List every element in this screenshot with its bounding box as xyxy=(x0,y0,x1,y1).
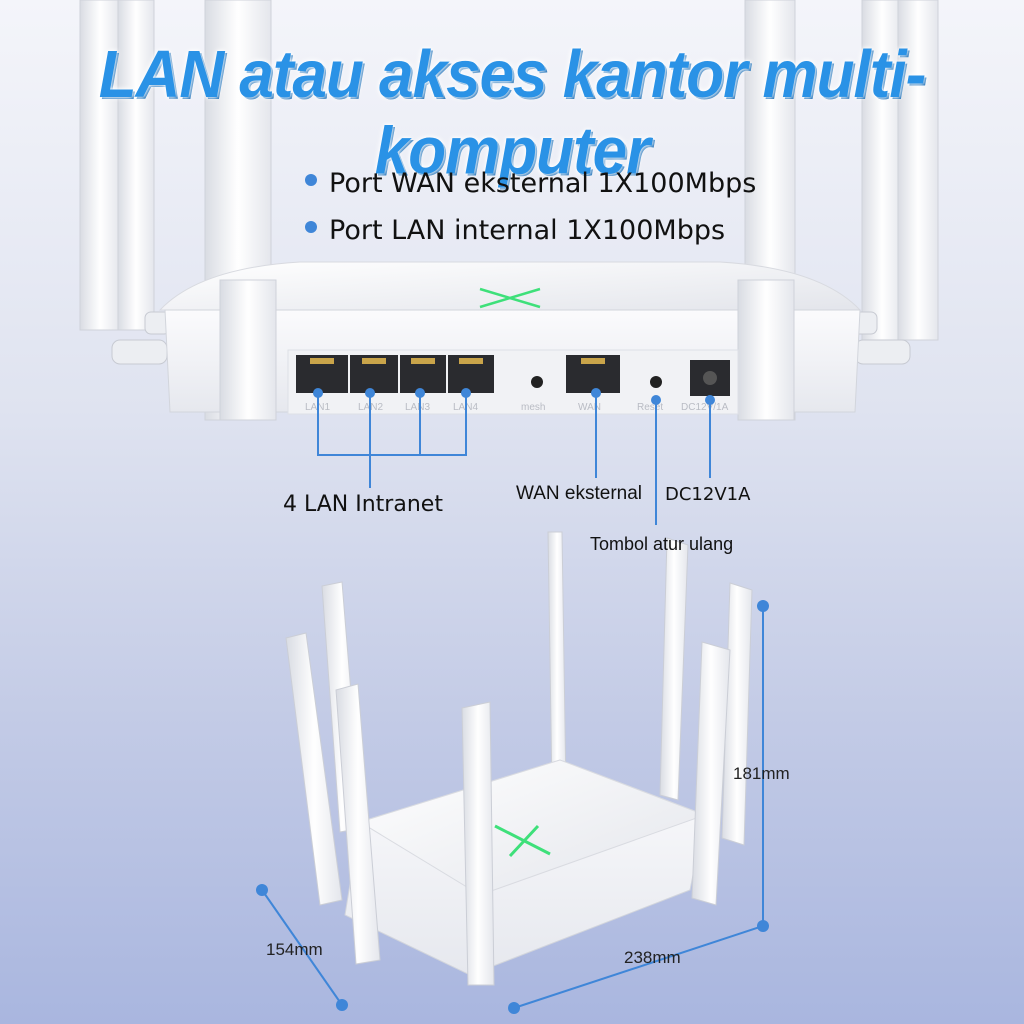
antenna-hinge xyxy=(111,339,168,365)
antenna xyxy=(897,0,939,341)
antenna xyxy=(547,531,567,791)
bullet-dot xyxy=(305,174,317,186)
antenna xyxy=(117,0,155,331)
callout-lines xyxy=(313,388,715,525)
antenna xyxy=(79,0,121,331)
antenna xyxy=(219,279,277,421)
router-top-surface xyxy=(158,261,862,311)
callout-wan: WAN eksternal xyxy=(516,483,642,504)
port-label-mesh: mesh xyxy=(521,402,545,413)
antenna xyxy=(737,279,795,421)
headline: LAN atau akses kantor multi-komputer xyxy=(98,37,926,189)
router-back-view: LAN1 LAN2 LAN3 LAN4 mesh WAN Reset DC12V… xyxy=(79,0,939,421)
antenna xyxy=(461,701,495,986)
bullet-lan-text: Port LAN internal 1X100Mbps xyxy=(329,215,726,246)
port-label-wan: WAN xyxy=(578,402,601,413)
port-label-reset: Reset xyxy=(637,402,663,413)
dimension-depth: 154mm xyxy=(266,940,323,959)
callout-reset: Tombol atur ulang xyxy=(590,534,734,554)
lan-port-group xyxy=(296,355,494,393)
antenna xyxy=(861,0,903,341)
antenna xyxy=(659,537,689,801)
reset-button xyxy=(650,376,662,388)
bullet-wan-text: Port WAN eksternal 1X100Mbps xyxy=(329,168,757,199)
antenna xyxy=(335,683,381,965)
antenna-hinge xyxy=(854,339,911,365)
callout-power: DC12V1A xyxy=(665,484,751,505)
led-indicator xyxy=(479,287,541,309)
bullet-wan: Port WAN eksternal 1X100Mbps xyxy=(305,168,756,199)
mesh-button xyxy=(531,376,543,388)
bullet-lan: Port LAN internal 1X100Mbps xyxy=(305,215,725,246)
antenna xyxy=(285,632,343,906)
callout-lan: 4 LAN Intranet xyxy=(283,492,443,517)
dimension-width: 238mm xyxy=(624,948,681,967)
port-label-power: DC12V/1A xyxy=(681,402,729,413)
bullet-dot xyxy=(305,221,317,233)
dimension-lines xyxy=(256,600,769,1014)
router-front-view xyxy=(285,531,753,986)
dimension-height: 181mm xyxy=(733,764,790,783)
port-label-lan3: LAN3 xyxy=(405,402,430,413)
antenna xyxy=(691,641,731,906)
led-indicator-front xyxy=(494,824,551,858)
